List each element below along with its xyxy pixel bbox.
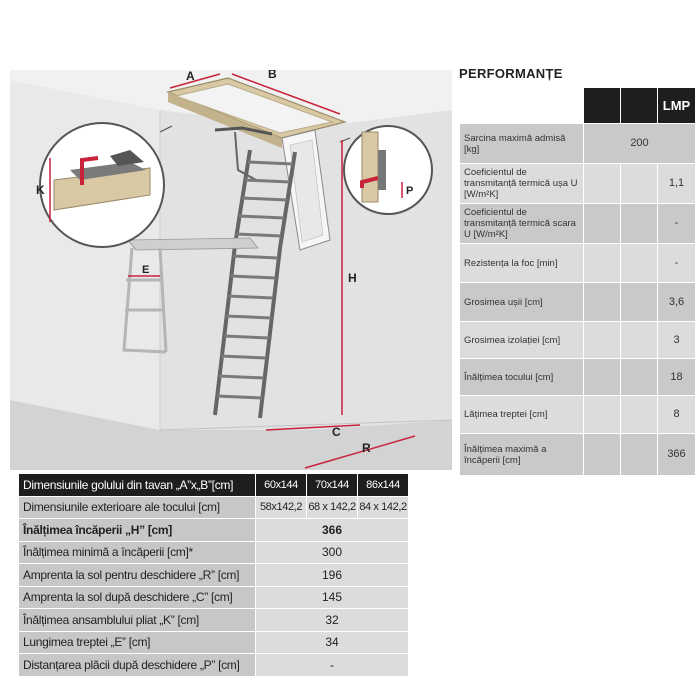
label-e: E [142,264,149,276]
performance-label: Rezistența la foc [min] [459,243,584,283]
label-h: H [348,271,357,285]
performance-row: Grosimea ușii [cm] 3,6 [459,282,696,322]
performance-value: - [657,243,696,283]
label-a: A [186,70,195,83]
label-p: P [406,185,413,197]
performance-blank [583,321,621,359]
performance-blank [620,433,658,476]
performance-blank [583,243,621,283]
performance-blank [583,395,621,434]
dimensions-label: Înălțimea încăperii „H” [cm] [18,518,256,542]
step-detail [122,237,259,354]
dimensions-label: Înălțimea minimă a încăperii [cm]* [18,540,256,564]
performance-blank [620,243,658,283]
performance-row: Rezistența la foc [min] - [459,243,696,283]
performance-blank [620,163,658,204]
performance-header-blank-2 [583,87,621,124]
performance-label: Înălțimea tocului [cm] [459,358,584,396]
frame-size: 84 x 142,2 [357,495,409,519]
performance-label: Coeficientul de transmitanță termică sca… [459,203,584,244]
dimensions-row: Înălțimea încăperii „H” [cm] 366 [18,518,409,542]
dimensions-label: Înălțimea ansamblului pliat „K” [cm] [18,608,256,632]
performance-header: LMP [459,87,696,124]
label-b: B [268,70,277,81]
detail-k [39,122,165,248]
performance-value: 1,1 [657,163,696,204]
dimensions-header-label: Dimensiunile golului din tavan „A”x„B”[c… [18,473,256,497]
dimensions-row: Înălțimea minimă a încăperii [cm]* 300 [18,540,409,564]
label-k: K [36,183,45,197]
performance-row: Înălțimea maximă a încăperii [cm] 366 [459,433,696,476]
performance-blank [620,282,658,322]
dimensions-value: 366 [255,518,409,542]
dimensions-label: Dimensiunile exterioare ale tocului [cm] [18,495,256,519]
performance-header-blank-3 [620,87,658,124]
performance-value: - [657,203,696,244]
performance-row: Coeficientul de transmitanță termică ușa… [459,163,696,204]
performance-blank [583,203,621,244]
size-70x144: 70x144 [306,473,358,497]
performance-value: 18 [657,358,696,396]
performance-row: Lățimea treptei [cm] 8 [459,395,696,434]
dimensions-value: 32 [255,608,409,632]
size-86x144: 86x144 [357,473,409,497]
performance-blank [620,395,658,434]
dimensions-value: 34 [255,630,409,654]
size-60x144: 60x144 [255,473,307,497]
detail-p [343,125,433,215]
dimensions-header: Dimensiunile golului din tavan „A”x„B”[c… [18,473,409,497]
dimensions-row: Amprenta la sol pentru deschidere „R” [c… [18,563,409,587]
dimensions-table: Dimensiunile golului din tavan „A”x„B”[c… [18,473,409,677]
performance-value: 3 [657,321,696,359]
performance-blank [620,321,658,359]
performance-value: 3,6 [657,282,696,322]
dimensions-row: Lungimea treptei „E” [cm] 34 [18,630,409,654]
performance-title: PERFORMANȚE [459,66,563,81]
performance-blank [583,282,621,322]
dimensions-value: 300 [255,540,409,564]
performance-blank [583,433,621,476]
performance-blank [583,358,621,396]
performance-row: Înălțimea tocului [cm] 18 [459,358,696,396]
performance-label: Grosimea izolației [cm] [459,321,584,359]
dimensions-row: Înălțimea ansamblului pliat „K” [cm] 32 [18,608,409,632]
performance-blank [620,203,658,244]
dimensions-value: 145 [255,585,409,609]
ladder [213,149,297,419]
dimensions-value: - [255,653,409,677]
performance-table: LMP Sarcina maximă admisă [kg] 200 Coefi… [459,87,696,476]
performance-value: 366 [657,433,696,476]
dimensions-label: Amprenta la sol pentru deschidere „R” [c… [18,563,256,587]
frame-size: 58x142,2 [255,495,307,519]
performance-label: Lățimea treptei [cm] [459,395,584,434]
performance-row: Coeficientul de transmitanță termică sca… [459,203,696,244]
dimensions-label: Amprenta la sol după deschidere „C” [cm] [18,585,256,609]
performance-blank [583,163,621,204]
performance-label: Sarcina maximă admisă [kg] [459,123,584,164]
dimensions-label: Lungimea treptei „E” [cm] [18,630,256,654]
dimensions-value: 196 [255,563,409,587]
performance-header-lmp: LMP [657,87,696,124]
performance-label: Înălțimea maximă a încăperii [cm] [459,433,584,476]
frame-size: 68 x 142,2 [306,495,358,519]
dimensions-label: Distanțarea plăcii după deschidere „P” [… [18,653,256,677]
label-c: C [332,425,341,439]
performance-label: Grosimea ușii [cm] [459,282,584,322]
performance-row: Sarcina maximă admisă [kg] 200 [459,123,696,164]
attic-ladder-illustration: A B K E H P C R [10,70,452,470]
performance-value: 200 [583,123,696,164]
performance-header-blank-1 [459,87,584,124]
floor [10,400,452,470]
performance-label: Coeficientul de transmitanță termică ușa… [459,163,584,204]
dimensions-row: Amprenta la sol după deschidere „C” [cm]… [18,585,409,609]
performance-row: Grosimea izolației [cm] 3 [459,321,696,359]
label-r: R [362,441,371,455]
dimensions-frame-row: Dimensiunile exterioare ale tocului [cm]… [18,495,409,519]
dimensions-row: Distanțarea plăcii după deschidere „P” [… [18,653,409,677]
performance-value: 8 [657,395,696,434]
performance-blank [620,358,658,396]
